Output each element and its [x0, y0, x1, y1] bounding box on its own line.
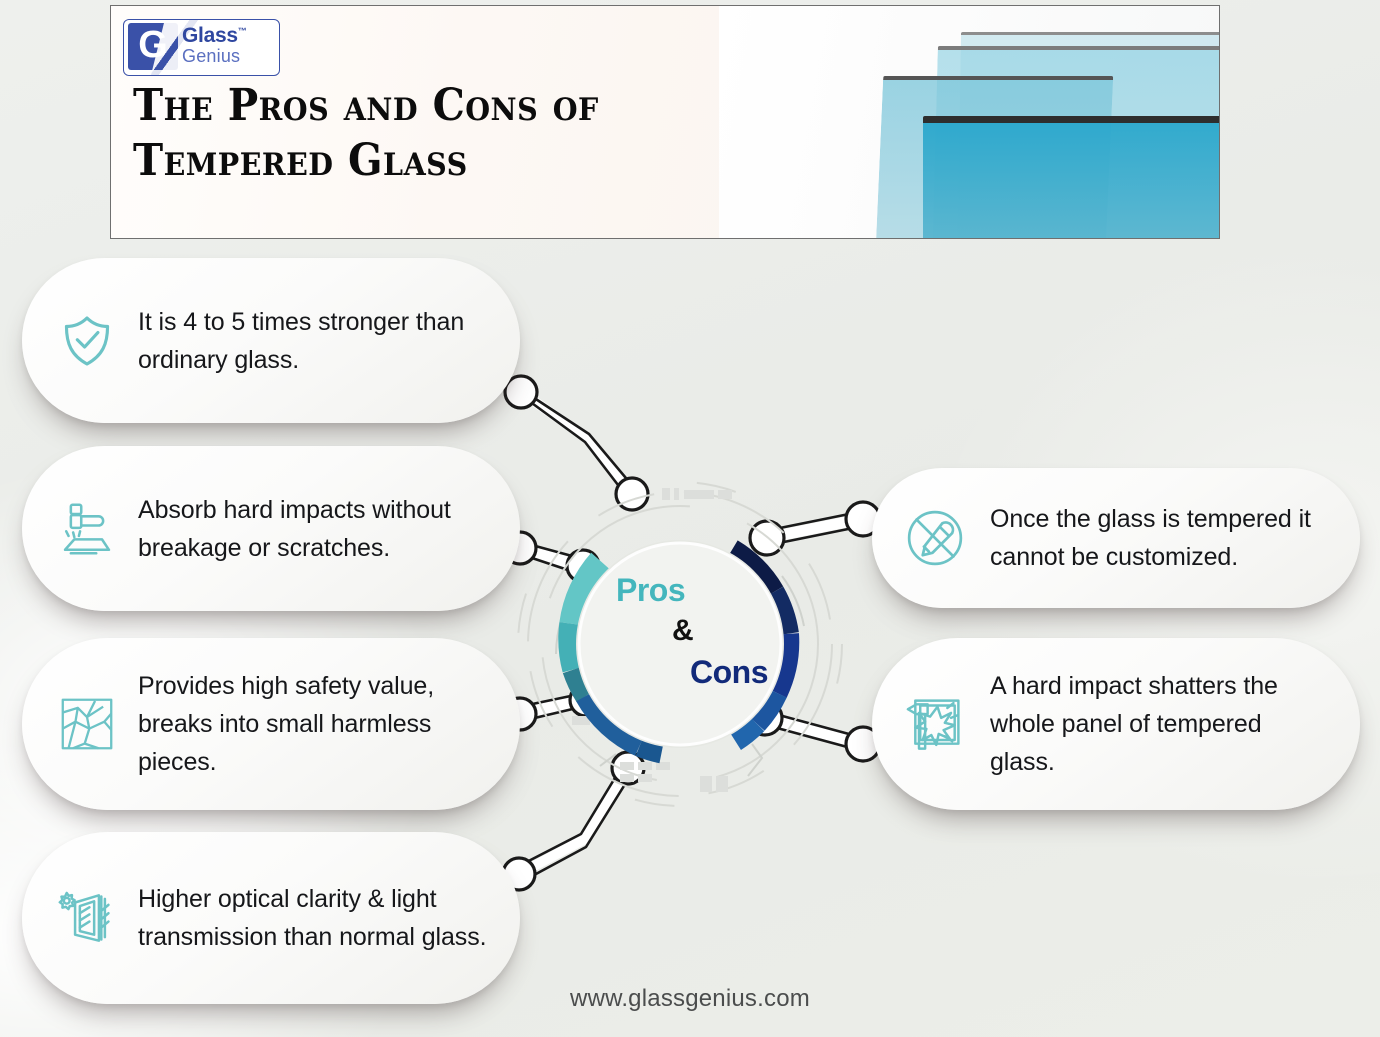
glass-panes-image — [719, 6, 1219, 238]
pro-card-2[interactable]: Absorb hard impacts without breakage or … — [22, 446, 520, 611]
header-right-panel — [719, 6, 1219, 238]
no-customization-icon — [902, 506, 968, 570]
con-card-2[interactable]: A hard impact shatters the whole panel o… — [872, 638, 1360, 810]
logo-g-mark: G — [128, 23, 178, 70]
hub-label-ampersand: & — [672, 614, 694, 647]
logo-brand-primary: Glass™ — [182, 24, 247, 47]
page-title: The Pros and Cons of Tempered Glass — [133, 78, 685, 189]
glass-clarity-gear-icon — [56, 887, 118, 949]
logo-wordmark: Glass™ Genius — [182, 24, 247, 67]
con-card-1[interactable]: Once the glass is tempered it cannot be … — [872, 468, 1360, 608]
hub-label-pros: Pros — [616, 572, 686, 608]
page-title-line-1: The Pros and Cons of — [133, 80, 599, 131]
pros-cons-hub: Pros & Cons — [512, 476, 848, 812]
pro-card-3-text: Provides high safety value, breaks into … — [138, 672, 435, 776]
pro-card-1-text: It is 4 to 5 times stronger than ordinar… — [138, 307, 465, 374]
pro-card-2-text: Absorb hard impacts without breakage or … — [138, 495, 451, 562]
hub-label-cons: Cons — [690, 654, 769, 690]
shattered-panel-hammer-icon — [902, 692, 968, 756]
hammer-on-glass-icon — [56, 499, 118, 559]
shield-check-icon — [56, 312, 118, 370]
pro-card-1[interactable]: It is 4 to 5 times stronger than ordinar… — [22, 258, 520, 423]
logo-mark-letter: G — [138, 23, 168, 66]
pro-card-4[interactable]: Higher optical clarity & light transmiss… — [22, 832, 520, 1004]
page-title-line-2: Tempered Glass — [133, 135, 468, 187]
pro-card-4-text: Higher optical clarity & light transmiss… — [138, 885, 487, 951]
pro-card-3[interactable]: Provides high safety value, breaks into … — [22, 638, 520, 810]
glass-pane-front — [923, 116, 1219, 238]
logo-tm-symbol: ™ — [237, 26, 247, 36]
con-card-2-text: A hard impact shatters the whole panel o… — [990, 672, 1278, 776]
footer-website[interactable]: www.glassgenius.com — [570, 985, 810, 1012]
glassgenius-logo[interactable]: G Glass™ Genius — [123, 19, 280, 76]
hub-labels: Pros & Cons — [512, 476, 848, 812]
hub-ring-graphic — [517, 481, 843, 807]
logo-brand-secondary: Genius — [182, 46, 241, 67]
con-card-1-text: Once the glass is tempered it cannot be … — [990, 505, 1311, 571]
header-banner: G Glass™ Genius The Pros and Cons of Tem… — [110, 5, 1220, 239]
cracked-glass-panel-icon — [56, 694, 118, 754]
